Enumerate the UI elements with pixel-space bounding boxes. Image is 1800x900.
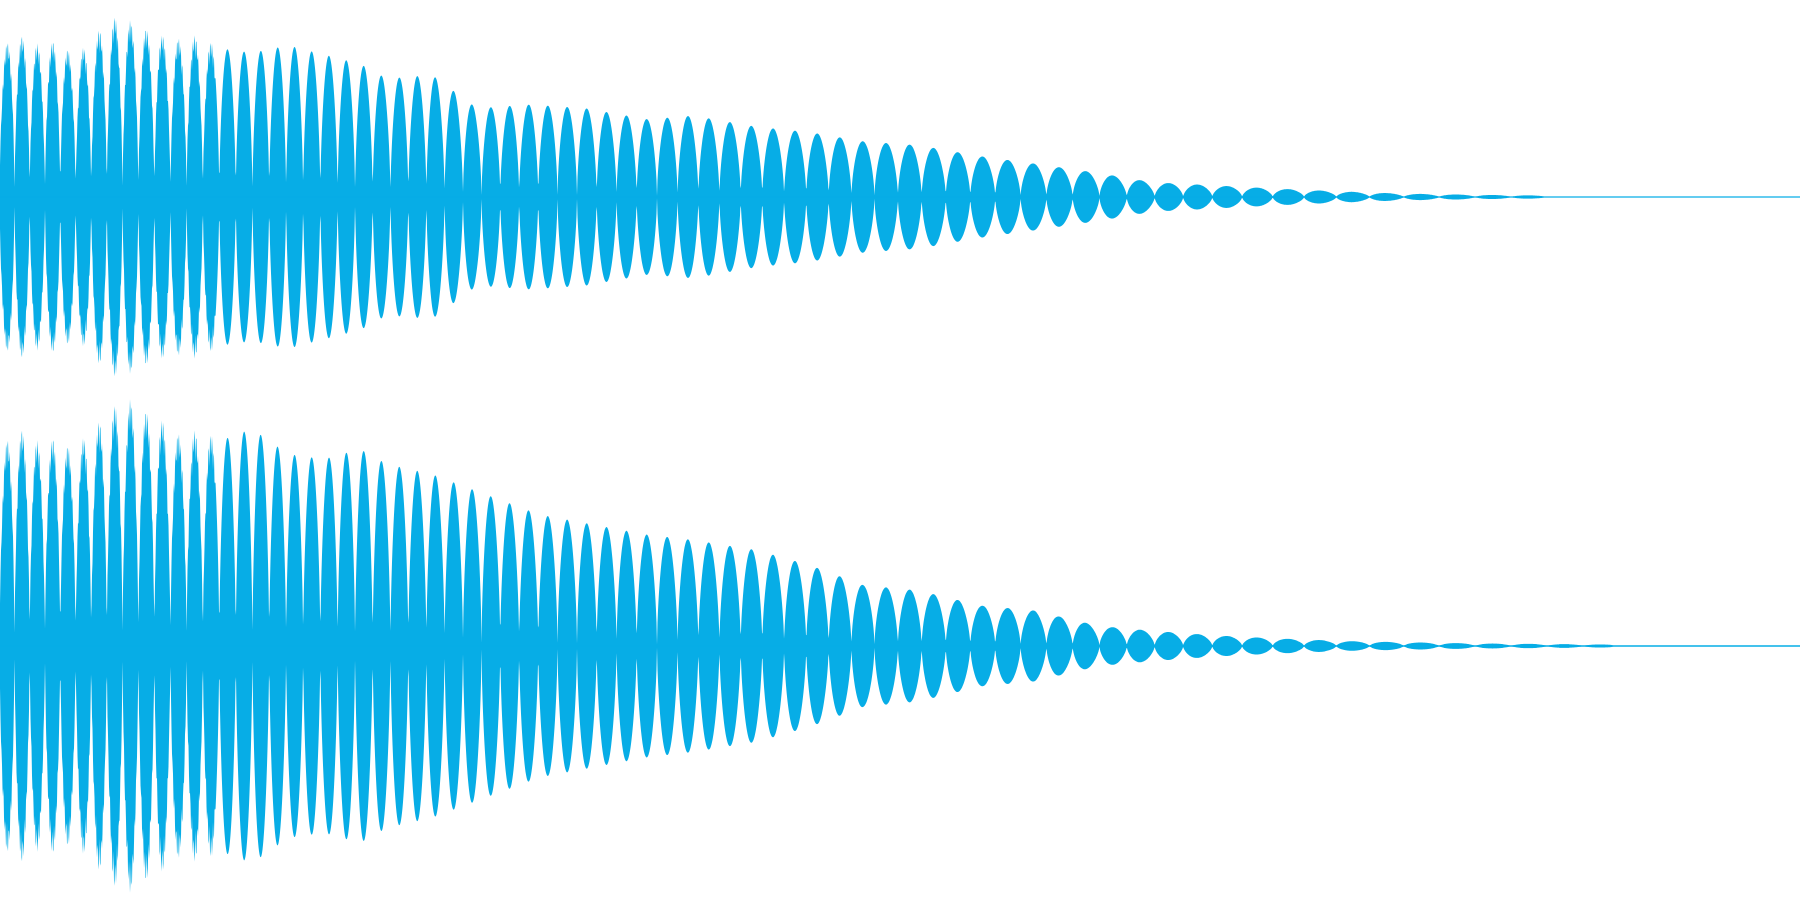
channel-right-waveform[interactable] xyxy=(0,392,1800,900)
channel-left-waveform[interactable] xyxy=(0,0,1800,392)
channel-right-waveform-svg xyxy=(0,399,1800,893)
channel-left-waveform-svg xyxy=(0,17,1800,377)
